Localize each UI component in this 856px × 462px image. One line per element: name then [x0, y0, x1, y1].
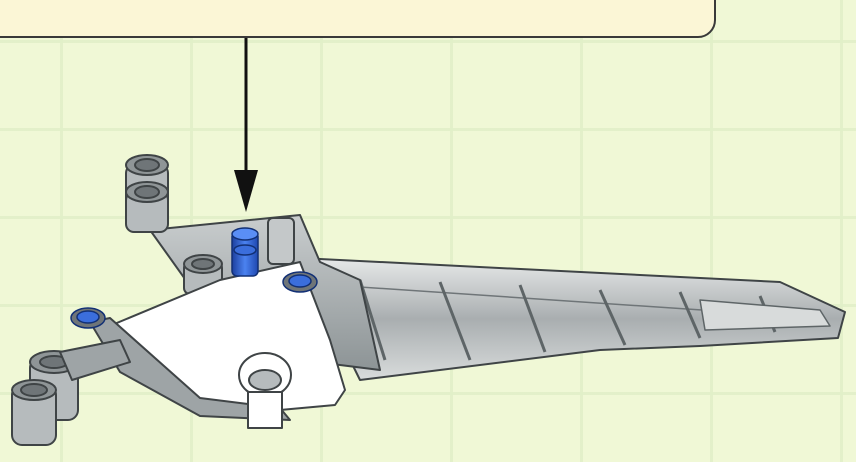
blue-connector-right	[283, 272, 317, 292]
mechanical-wing-part	[12, 155, 845, 445]
blue-pin	[232, 228, 258, 276]
pointer-arrow	[234, 38, 258, 212]
blue-connector-left	[71, 308, 105, 328]
cylinder-tower	[126, 155, 168, 232]
